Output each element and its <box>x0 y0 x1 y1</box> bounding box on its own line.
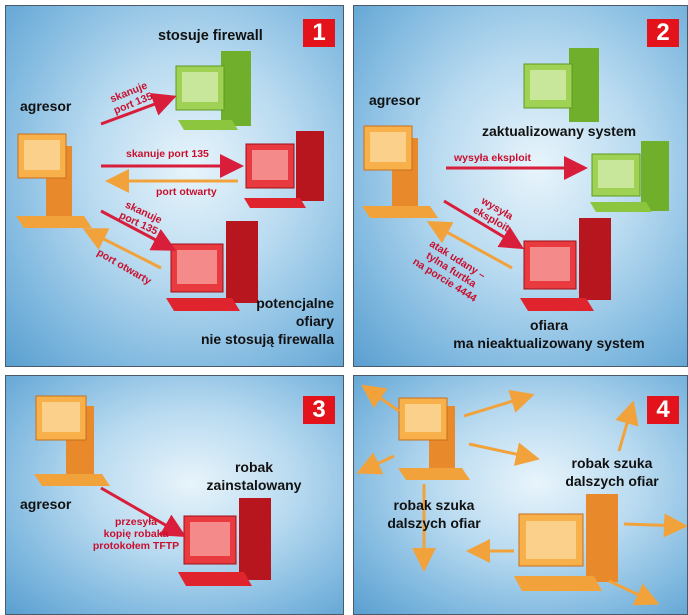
label-worm-search-right: robak szuka dalszych ofiar <box>565 455 659 489</box>
computer-orange-icon <box>34 395 110 486</box>
panel-1-drawing <box>16 51 324 311</box>
label-worm-installed: robak zainstalowany <box>206 459 302 493</box>
label-victims: potencjalne ofiary nie stosują firewalla <box>200 295 334 347</box>
label-sends-exploit: wysyła eksploit <box>454 152 532 164</box>
arrow-exploit-victim <box>443 199 525 250</box>
label-attacker: agresor <box>369 92 421 108</box>
label-open-mid: port otwarty <box>156 186 217 198</box>
computer-green-icon <box>523 48 599 122</box>
panel-number-badge: 4 <box>647 396 679 424</box>
label-worm-search-left: robak szuka dalszych ofiar <box>387 497 481 531</box>
computer-green-icon <box>590 141 669 212</box>
panel-4-drawing <box>356 384 687 606</box>
computer-red-icon <box>244 131 324 208</box>
label-updated-system: zaktualizowany system <box>482 123 637 139</box>
computer-green-icon <box>175 51 251 130</box>
computer-red-icon <box>520 218 611 311</box>
arrow-open-low <box>82 228 162 270</box>
arrow-backdoor <box>426 221 513 270</box>
computer-orange-icon <box>514 494 618 591</box>
label-firewall: stosuje firewall <box>158 28 263 44</box>
panel-3-drawing <box>34 395 271 586</box>
panel-number-badge: 3 <box>303 396 335 424</box>
label-attacker: agresor <box>20 98 72 114</box>
computer-orange-icon <box>362 125 438 218</box>
computer-red-icon <box>178 498 271 586</box>
panel-3: 3 agresor robak zainstalowany przesyła k… <box>5 375 344 615</box>
panel-number-badge: 1 <box>303 19 335 47</box>
label-scan-mid: skanuje port 135 <box>126 148 209 160</box>
panel-number-badge: 2 <box>647 19 679 47</box>
label-attacker: agresor <box>20 496 72 512</box>
label-victim: ofiara ma nieaktualizowany system <box>453 317 645 351</box>
panel-4: 4 robak szuka dalszych ofiar robak szuka… <box>353 375 688 615</box>
arrow-scan-top <box>100 93 177 126</box>
arrow-scan-low <box>100 209 177 251</box>
worm-spread-arrows <box>356 384 687 606</box>
panel-1: 1 stosuje firewall agresor potencjalne o… <box>5 5 344 367</box>
label-transfer: przesyła kopię robaka protokołem TFTP <box>92 516 180 552</box>
computer-orange-icon <box>398 397 470 480</box>
arrow-transfer <box>100 486 187 537</box>
panel-2: 2 agresor zaktualizowany system ofiara m… <box>353 5 688 367</box>
computer-orange-icon <box>16 133 92 228</box>
panel-2-drawing <box>362 48 669 311</box>
computer-red-icon <box>166 221 258 311</box>
